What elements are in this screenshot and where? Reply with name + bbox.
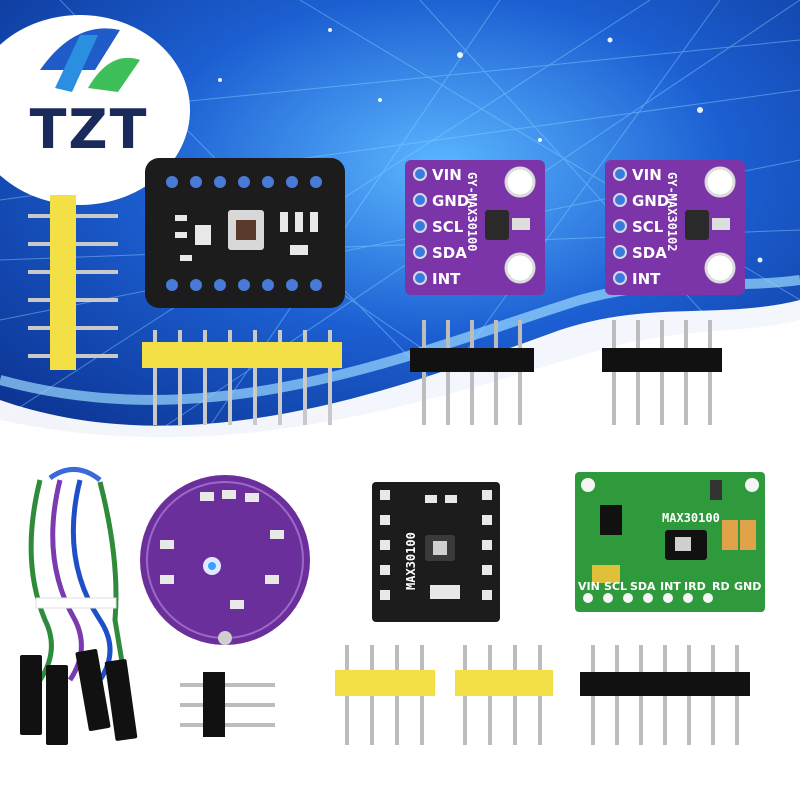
pin-label: RD xyxy=(712,580,730,593)
pin-label: SCL xyxy=(632,218,664,236)
brand-logo xyxy=(0,15,190,205)
black-pin-header-bottom xyxy=(580,645,750,745)
board-label: GY-MAX30100 xyxy=(465,172,479,251)
pin-label: GND xyxy=(632,192,669,210)
pin-label: SCL xyxy=(432,218,464,236)
pin-label: SDA xyxy=(432,244,467,262)
pin-label: VIN xyxy=(432,166,462,184)
black-board-max30100 xyxy=(372,482,500,622)
green-board-label: MAX30100 xyxy=(662,511,720,525)
pin-label: SDA xyxy=(632,244,667,262)
yellow-pin-header-vertical xyxy=(28,195,118,370)
yellow-pin-header-bottom-1 xyxy=(335,645,435,745)
logo-text: TZT xyxy=(29,98,149,161)
black-board-label: MAX30100 xyxy=(404,532,418,590)
pin-label: INT xyxy=(432,270,461,288)
black-pin-header-small xyxy=(180,672,275,737)
pin-label: INT xyxy=(632,270,661,288)
pin-label: GND xyxy=(734,580,761,593)
black-pin-header-1 xyxy=(410,320,534,425)
gy30100-pin-labels: VIN GND SCL SDA INT GY-MAX30100 xyxy=(432,166,479,288)
pin-label: VIN xyxy=(632,166,662,184)
pin-label: SDA xyxy=(630,580,656,593)
pin-label: VIN xyxy=(578,580,600,593)
black-pin-header-2 xyxy=(602,320,722,425)
yellow-pin-header-bottom-2 xyxy=(455,645,553,745)
black-heart-rate-board xyxy=(145,158,345,308)
purple-board-max30102 xyxy=(605,160,745,295)
pin-label: INT xyxy=(660,580,681,593)
round-pulse-sensor xyxy=(140,475,310,645)
green-pin-labels: VIN SCL SDA INT IRD RD GND xyxy=(578,580,761,593)
purple-board-max30100 xyxy=(405,160,545,295)
green-board-max30100 xyxy=(575,472,765,612)
board-label: GY-MAX30102 xyxy=(665,172,679,251)
pin-label: SCL xyxy=(604,580,627,593)
yellow-pin-header-horizontal xyxy=(142,330,342,425)
pin-label: IRD xyxy=(684,580,706,593)
gy30102-pin-labels: VIN GND SCL SDA INT GY-MAX30102 xyxy=(632,166,679,288)
dupont-connectors xyxy=(20,649,138,745)
pin-label: GND xyxy=(432,192,469,210)
